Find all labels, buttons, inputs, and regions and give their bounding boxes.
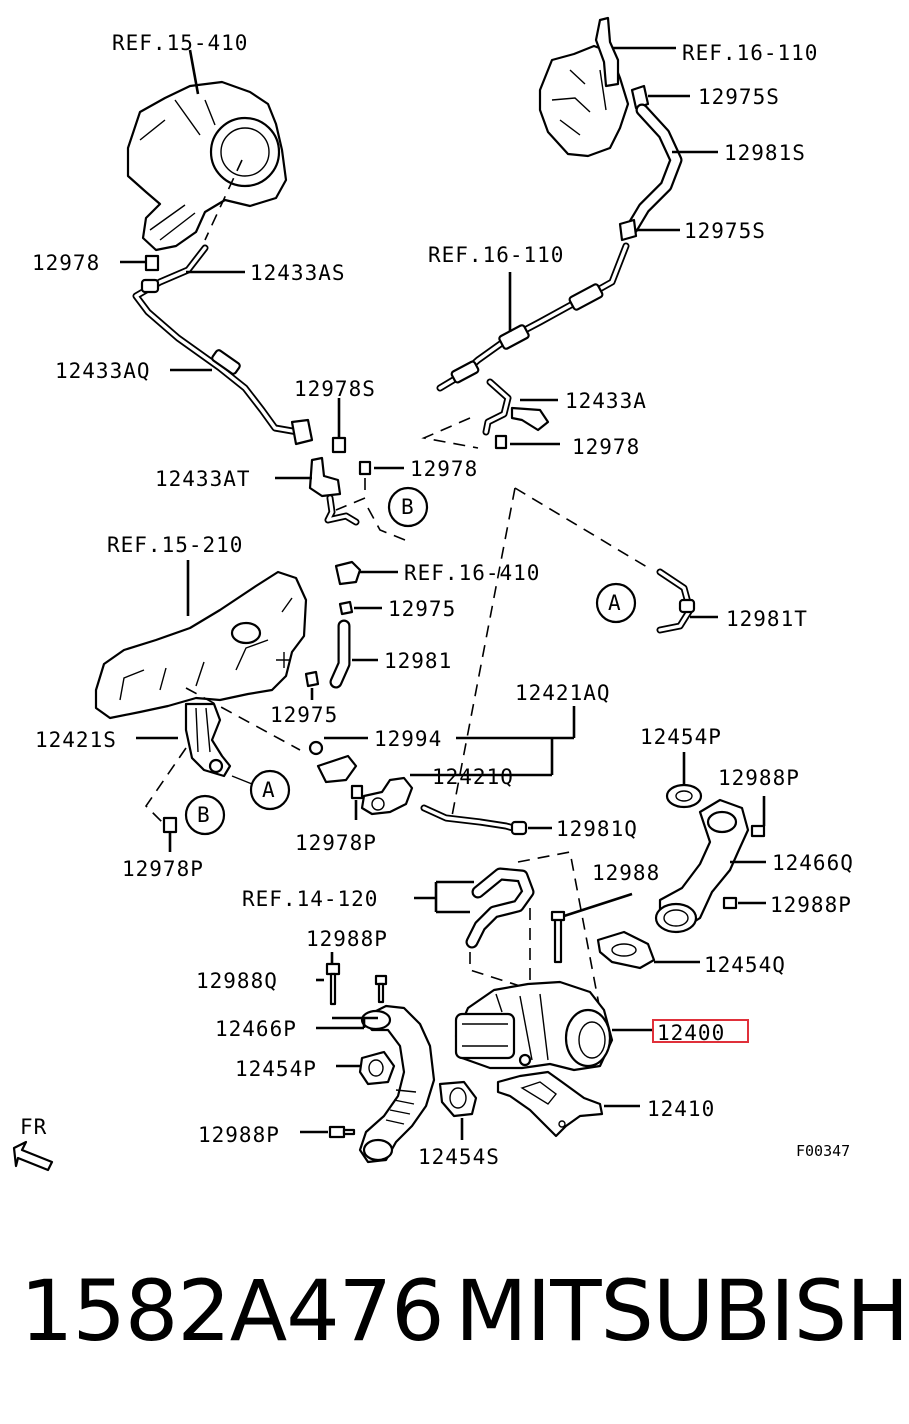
callout-b-top: B — [401, 495, 415, 519]
part-12466p-label: 12466P — [215, 1017, 297, 1041]
part-12981s-label: 12981S — [724, 141, 806, 165]
part-12454s-label: 12454S — [418, 1145, 500, 1169]
solenoid-12421q-drawing — [360, 776, 414, 816]
part-12421aq-label: 12421AQ — [515, 681, 611, 705]
part-12988-label: 12988 — [592, 861, 660, 885]
egr-pipe-12466q-drawing — [654, 798, 750, 934]
part-12978-label-c: 12978 — [410, 457, 478, 481]
part-12433at-label: 12433AT — [155, 467, 251, 491]
part-12454p-label-b: 12454P — [235, 1057, 317, 1081]
turbocharger-drawing — [126, 80, 288, 252]
vacuum-pump-drawing — [538, 16, 630, 158]
exhaust-manifold-drawing — [94, 570, 308, 720]
part-12975s-label-b: 12975S — [684, 219, 766, 243]
part-12981t-label: 12981T — [726, 607, 808, 631]
part-12400-highlight-box — [652, 1019, 749, 1043]
part-12433a-label: 12433A — [565, 389, 647, 413]
egr-valve-12400-drawing — [454, 980, 614, 1072]
callout-b-left: B — [197, 803, 211, 827]
vacuum-pipe-drawing — [436, 242, 630, 392]
ref-15-210-label: REF.15-210 — [107, 533, 243, 557]
part-12981q-label: 12981Q — [556, 817, 638, 841]
part-12410-label: 12410 — [647, 1097, 715, 1121]
part-12433aq-label: 12433AQ — [55, 359, 151, 383]
part-12978-label-b: 12978 — [572, 435, 640, 459]
part-12988p-label-d: 12988P — [198, 1123, 280, 1147]
part-12988p-label-c: 12988P — [306, 927, 388, 951]
callout-a-right: A — [608, 591, 622, 615]
part-12978s-label: 12978S — [294, 377, 376, 401]
part-12975s-label-a: 12975S — [698, 85, 780, 109]
part-12978-label-a: 12978 — [32, 251, 100, 275]
ref-16-110-top-label: REF.16-110 — [682, 41, 818, 65]
part-12988p-label-a: 12988P — [718, 766, 800, 790]
front-indicator-label: FR — [20, 1115, 47, 1139]
part-number: 1582A476 — [20, 1262, 445, 1360]
part-12454q-label: 12454Q — [704, 953, 786, 977]
part-12978p-label-a: 12978P — [295, 831, 377, 855]
ref-16-110-mid-label: REF.16-110 — [428, 243, 564, 267]
figure-code: F00347 — [796, 1142, 850, 1160]
part-12454p-label-a: 12454P — [640, 725, 722, 749]
part-12975-label-a: 12975 — [388, 597, 456, 621]
part-12433as-label: 12433AS — [250, 261, 346, 285]
front-arrow-icon — [12, 1140, 54, 1172]
callout-a-left: A — [262, 778, 276, 802]
part-12421q-label: 12421Q — [432, 765, 514, 789]
footer-caption: 1582A476 MITSUBISHI — [0, 1262, 909, 1372]
part-12421s-label: 12421S — [35, 728, 117, 752]
ref-16-410-label: REF.16-410 — [404, 561, 540, 585]
part-12988q-label: 12988Q — [196, 969, 278, 993]
bracket-12410-drawing — [496, 1070, 604, 1138]
part-12466q-label: 12466Q — [772, 851, 854, 875]
bracket-12421s-drawing — [184, 702, 232, 778]
hose-ref-14-120-drawing — [465, 867, 535, 949]
part-12988p-label-b: 12988P — [770, 893, 852, 917]
ref-15-410-label: REF.15-410 — [112, 31, 248, 55]
part-12981-label: 12981 — [384, 649, 452, 673]
part-12978p-label-b: 12978P — [122, 857, 204, 881]
brand-name: MITSUBISHI — [455, 1262, 909, 1360]
part-12994-label: 12994 — [374, 727, 442, 751]
egr-pipe-12466p-drawing — [358, 1004, 436, 1164]
part-12975-label-b: 12975 — [270, 703, 338, 727]
ref-14-120-label: REF.14-120 — [242, 887, 378, 911]
